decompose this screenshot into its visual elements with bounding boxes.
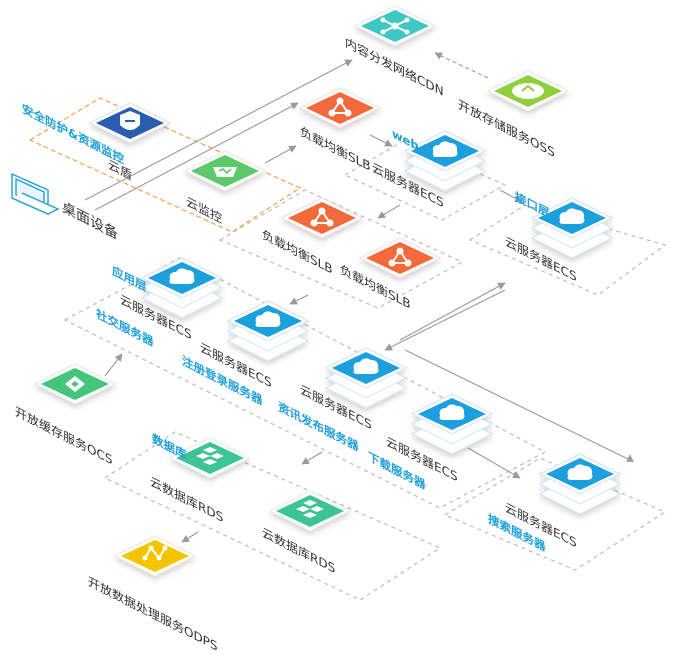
- ocs-icon: [33, 363, 117, 405]
- security-group-box: [28, 97, 302, 233]
- db-group-box: [103, 431, 442, 601]
- laptop-icon: [11, 172, 60, 216]
- ecs-social-icon: [140, 257, 224, 319]
- monitor-icon: [183, 150, 267, 192]
- arrow-oss-to-cdn: [434, 52, 489, 79]
- arrow-app-to-search-2: [467, 447, 521, 479]
- ecs-news-icon: [324, 347, 408, 409]
- arrow-desktop-to-cdn: [84, 59, 353, 201]
- ecs-web-icon: [403, 130, 487, 192]
- odps-icon: [113, 535, 197, 577]
- rds2-icon: [268, 490, 352, 532]
- arrow-app-to-db: [301, 451, 323, 465]
- api-group-box: [468, 204, 667, 296]
- ecs-search-icon: [538, 453, 622, 515]
- slb-top-icon: [298, 87, 382, 129]
- oss-icon: [486, 70, 570, 112]
- app-group-box: [63, 257, 547, 509]
- web-group-box: [343, 139, 507, 221]
- arrow-api-to-app: [384, 289, 506, 351]
- arrow-monitor-to-slb: [264, 145, 297, 164]
- arrow-db-to-odps: [181, 531, 199, 543]
- slb-group-box: [218, 189, 464, 309]
- arrow-slb-group-to-app: [289, 294, 309, 305]
- slb-mid1-icon: [280, 197, 364, 239]
- ecs-download-icon: [410, 393, 494, 455]
- arrow-app-to-api: [399, 282, 506, 341]
- connectors: [84, 52, 634, 543]
- shield-icon: [88, 102, 172, 144]
- rds1-icon: [168, 437, 252, 479]
- icons: [11, 5, 622, 577]
- cdn-icon: [353, 5, 437, 47]
- search-group-box: [443, 457, 667, 571]
- arrow-slb-to-ecs-web: [369, 134, 393, 147]
- ecs-login-icon: [226, 300, 310, 362]
- arrow-ecs-web-to-api: [499, 189, 523, 203]
- arrow-desktop-to-slb: [94, 102, 299, 211]
- arrow-app-to-search: [404, 349, 634, 462]
- arrow-ocs-to-app: [104, 353, 123, 377]
- group-boxes: [28, 97, 667, 601]
- slb-mid2-icon: [358, 237, 442, 279]
- arrow-ecs-web-to-slb-group: [377, 204, 401, 219]
- ecs-api-icon: [530, 197, 614, 259]
